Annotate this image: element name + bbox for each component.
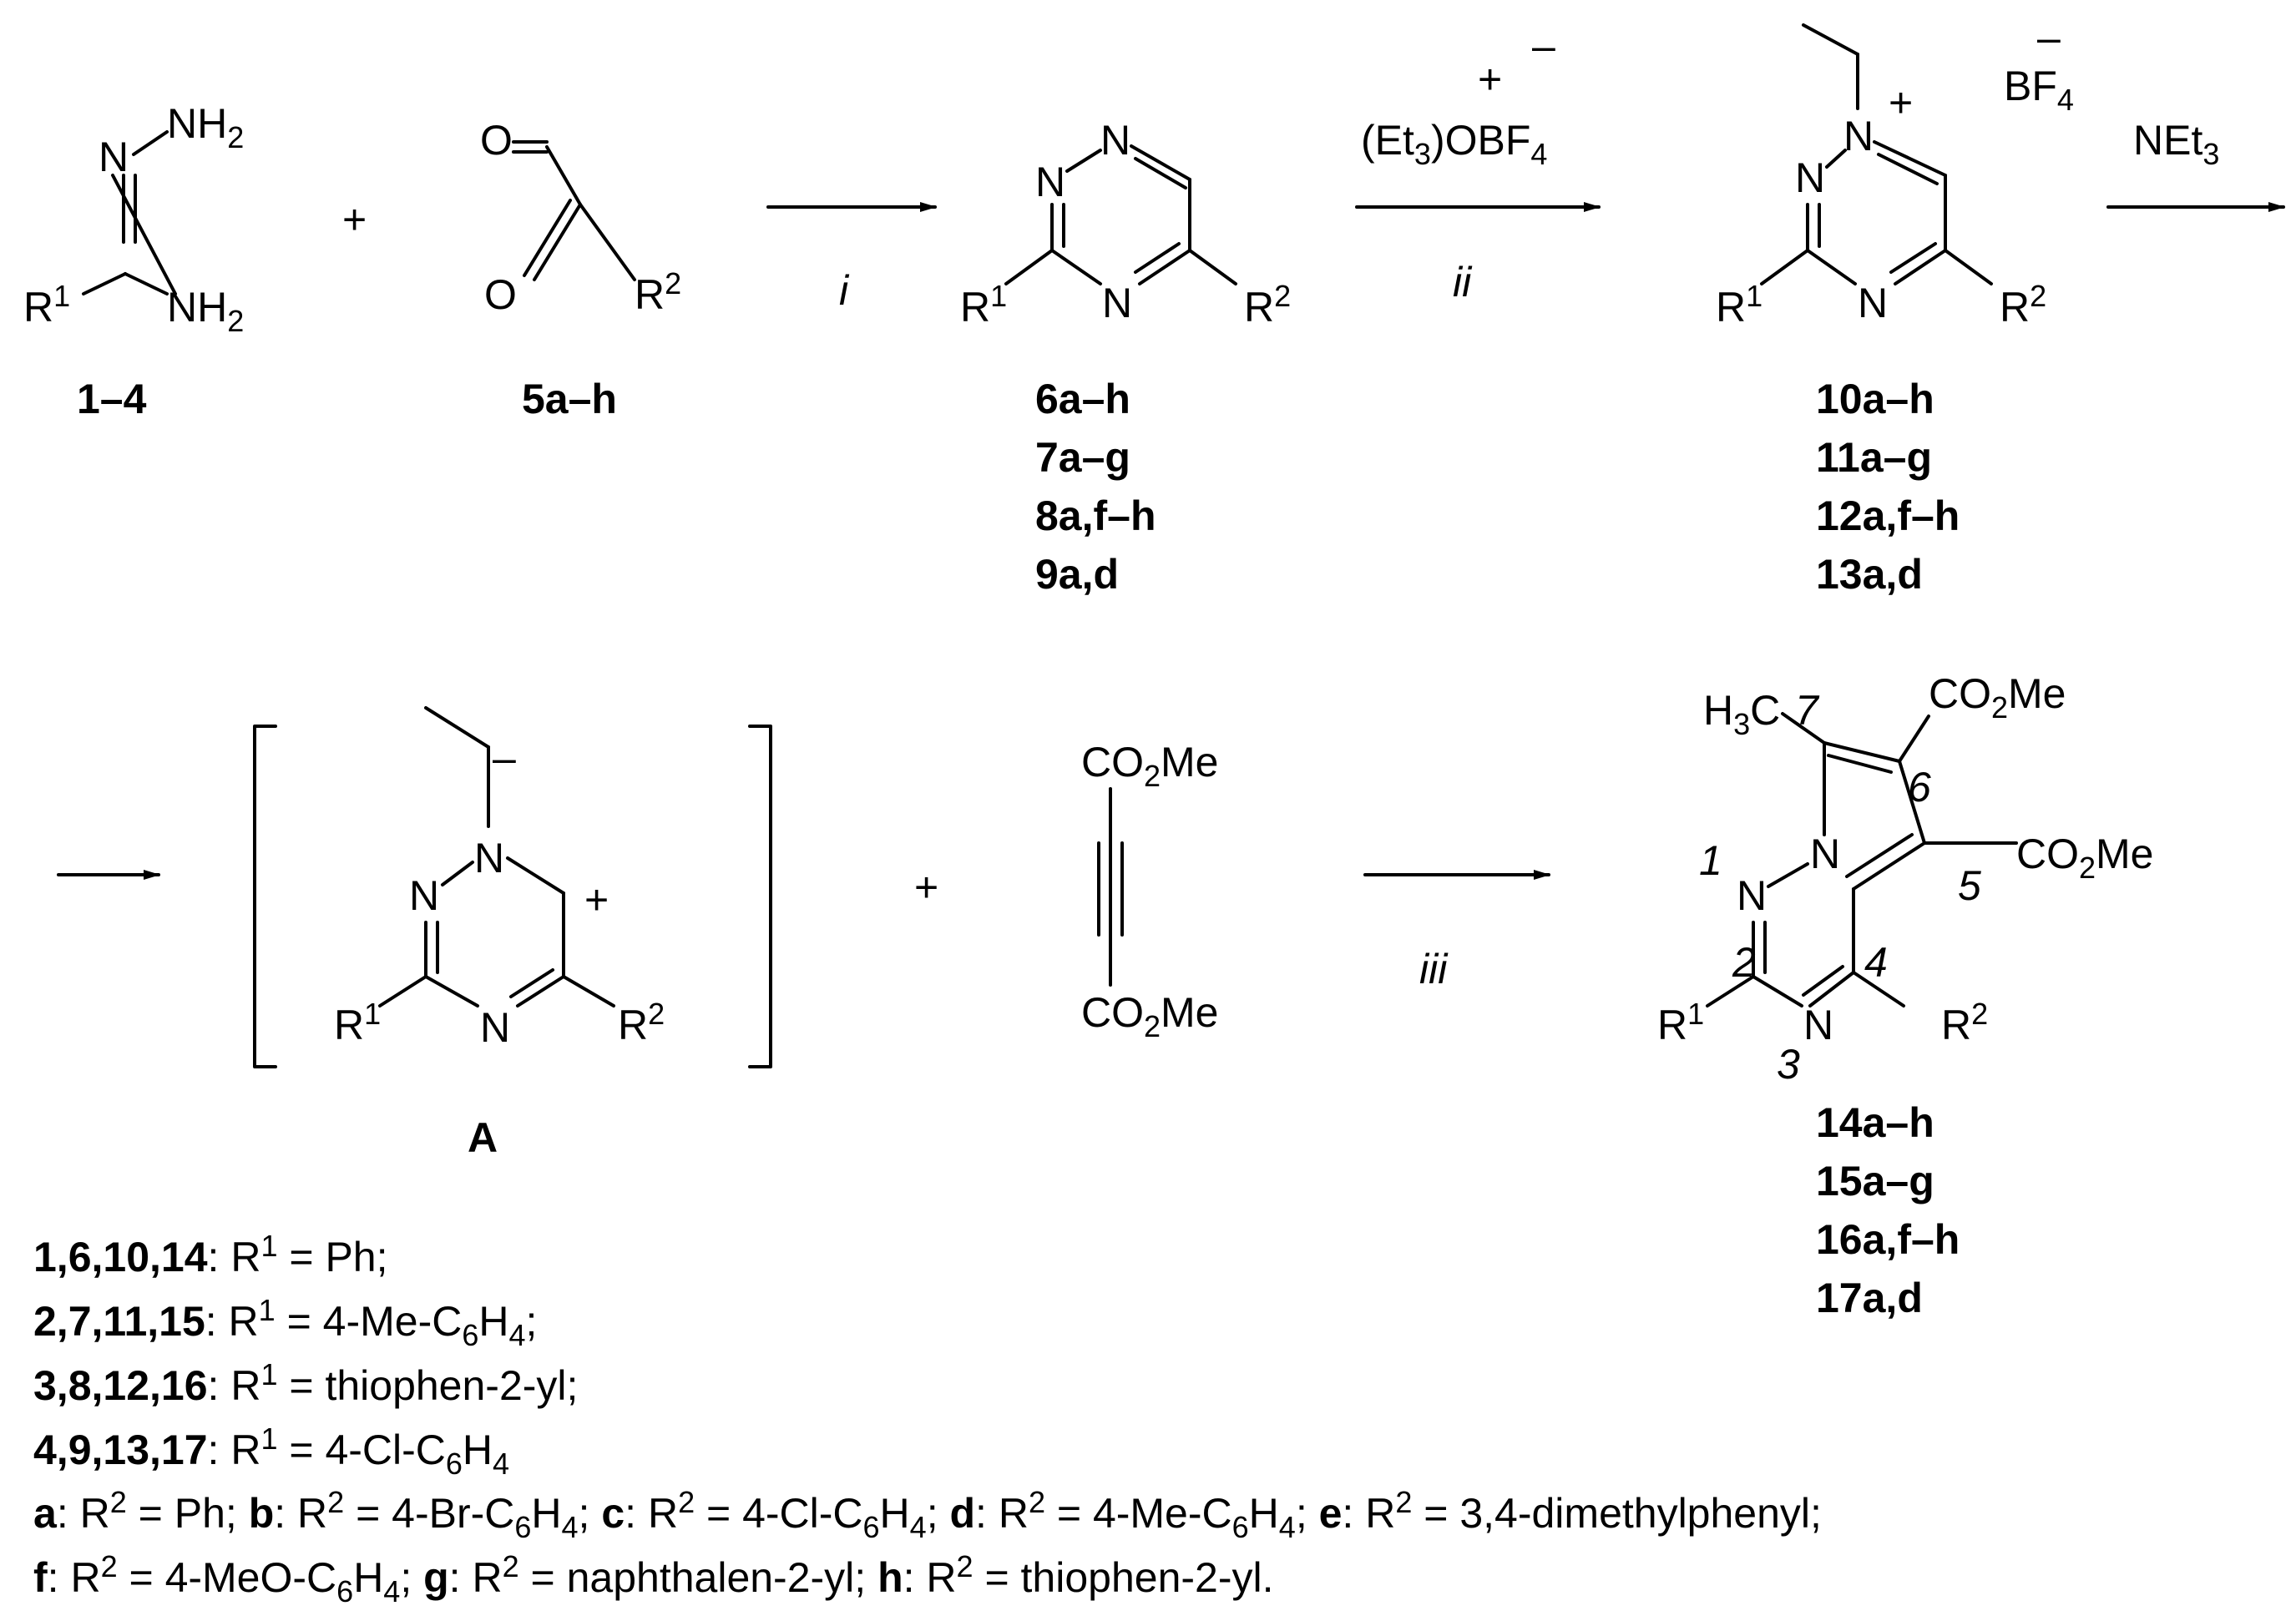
- svg-text:NH2: NH2: [167, 100, 244, 154]
- counterion-bf4: BF4: [2004, 63, 2074, 117]
- svg-text:R2: R2: [635, 266, 681, 318]
- ketoaldehyde-structure: O O R2: [480, 117, 681, 318]
- svg-text:4: 4: [1864, 939, 1888, 986]
- compound-label: 7a–g: [1035, 434, 1130, 481]
- svg-text:R1: R1: [334, 997, 381, 1048]
- compound-label: 16a,f–h: [1816, 1216, 1960, 1263]
- compound-label-ketoaldehyde: 5a–h: [522, 376, 617, 422]
- svg-text:R2: R2: [1244, 279, 1291, 331]
- step-label-i: i: [839, 267, 850, 314]
- svg-text:R1: R1: [1657, 997, 1704, 1048]
- svg-text:R1: R1: [960, 279, 1007, 331]
- svg-text:N: N: [1737, 872, 1767, 919]
- charge-minus: –: [2037, 14, 2061, 61]
- left-bracket: [253, 725, 277, 1068]
- svg-text:R2: R2: [2000, 279, 2046, 331]
- triazine-structure: N N N R1 R2: [960, 117, 1291, 331]
- dmad-structure: CO2Me CO2Me: [1081, 739, 1219, 1043]
- substituent-legend: 1,6,10,14: R1 = Ph; 2,7,11,15: R1 = 4-Me…: [33, 1229, 1822, 1608]
- compound-label: 9a,d: [1035, 551, 1119, 598]
- svg-text:N: N: [480, 1004, 510, 1051]
- plus-sign: +: [342, 196, 367, 243]
- compound-label: 6a–h: [1035, 376, 1130, 422]
- amidrazone-structure: N NH2 NH2 R1: [23, 100, 244, 338]
- product-labels: 14a–h 15a–g 16a,f–h 17a,d: [1816, 1099, 1960, 1321]
- legend-r1-row: 1,6,10,14: R1 = Ph;: [33, 1229, 388, 1280]
- plus-sign: +: [914, 864, 938, 911]
- svg-text:5: 5: [1958, 862, 1981, 909]
- compound-label: 10a–h: [1816, 376, 1934, 422]
- svg-text:CO2Me: CO2Me: [1081, 989, 1219, 1043]
- intermediate-label: A: [468, 1114, 498, 1161]
- svg-text:O: O: [480, 117, 513, 164]
- charge-minus: –: [1532, 23, 1555, 69]
- svg-text:R2: R2: [1941, 997, 1988, 1048]
- svg-text:1: 1: [1699, 837, 1722, 884]
- svg-text:CO2Me: CO2Me: [2016, 831, 2154, 885]
- svg-text:N: N: [1100, 117, 1130, 164]
- svg-text:N: N: [1035, 159, 1065, 205]
- svg-text:N: N: [1102, 280, 1132, 326]
- legend-r1-row: 4,9,13,17: R1 = 4-Cl-C6H4: [33, 1422, 509, 1481]
- compound-label: 12a,f–h: [1816, 492, 1960, 539]
- triazinium-structure: N + N N R1 R2: [1716, 23, 2046, 331]
- compound-label: 15a–g: [1816, 1158, 1934, 1204]
- svg-text:N: N: [1843, 113, 1874, 159]
- svg-text:–: –: [493, 735, 516, 781]
- svg-text:N: N: [1803, 1002, 1833, 1048]
- svg-text:CO2Me: CO2Me: [1081, 739, 1219, 793]
- pyrrolotriazine-structure: H3C 7 CO2Me 6 CO2Me 5 N 1 N N 3 4 2 R1 R…: [1657, 670, 2154, 1088]
- legend-r2-line1: a: R2 = Ph; b: R2 = 4-Br-C6H4; c: R2 = 4…: [33, 1485, 1822, 1544]
- legend-r1-row: 2,7,11,15: R1 = 4-Me-C6H4;: [33, 1293, 537, 1352]
- svg-text:CO2Me: CO2Me: [1929, 670, 2066, 725]
- svg-text:+: +: [1889, 79, 1913, 126]
- compound-label-amidrazone: 1–4: [77, 376, 147, 422]
- legend-r1-row: 3,8,12,16: R1 = thiophen-2-yl;: [33, 1357, 578, 1409]
- svg-text:N: N: [99, 134, 129, 180]
- svg-text:O: O: [484, 271, 517, 318]
- right-bracket: [748, 725, 772, 1068]
- svg-text:3: 3: [1777, 1041, 1800, 1088]
- svg-text:N: N: [409, 872, 439, 919]
- triazinium-labels: 10a–h 11a–g 12a,f–h 13a,d: [1816, 376, 1960, 598]
- reagent-meerwein: (Et3)OBF4: [1361, 117, 1547, 171]
- svg-text:NH2: NH2: [167, 284, 244, 338]
- compound-label: 14a–h: [1816, 1099, 1934, 1146]
- reagent-triethylamine: NEt3: [2133, 117, 2219, 171]
- compound-label: 17a,d: [1816, 1275, 1923, 1321]
- step-label-ii: ii: [1453, 259, 1473, 306]
- svg-text:H3C: H3C: [1703, 687, 1780, 741]
- ylide-structure: – N N + N R1 R2: [334, 706, 665, 1051]
- svg-text:+: +: [584, 876, 609, 923]
- svg-text:N: N: [1795, 154, 1825, 201]
- step-label-iii: iii: [1419, 946, 1449, 992]
- svg-text:R2: R2: [618, 997, 665, 1048]
- svg-text:N: N: [1858, 280, 1888, 326]
- svg-text:N: N: [1810, 831, 1840, 877]
- charge-plus: +: [1478, 56, 1502, 103]
- compound-label: 13a,d: [1816, 551, 1923, 598]
- compound-label: 11a–g: [1816, 434, 1932, 481]
- triazine-labels: 6a–h 7a–g 8a,f–h 9a,d: [1035, 376, 1156, 598]
- svg-text:R1: R1: [23, 279, 70, 331]
- compound-label: 8a,f–h: [1035, 492, 1156, 539]
- svg-text:N: N: [474, 835, 504, 881]
- svg-text:R1: R1: [1716, 279, 1762, 331]
- legend-r2-line2: f: R2 = 4-MeO-C6H4; g: R2 = naphthalen-2…: [33, 1549, 1273, 1608]
